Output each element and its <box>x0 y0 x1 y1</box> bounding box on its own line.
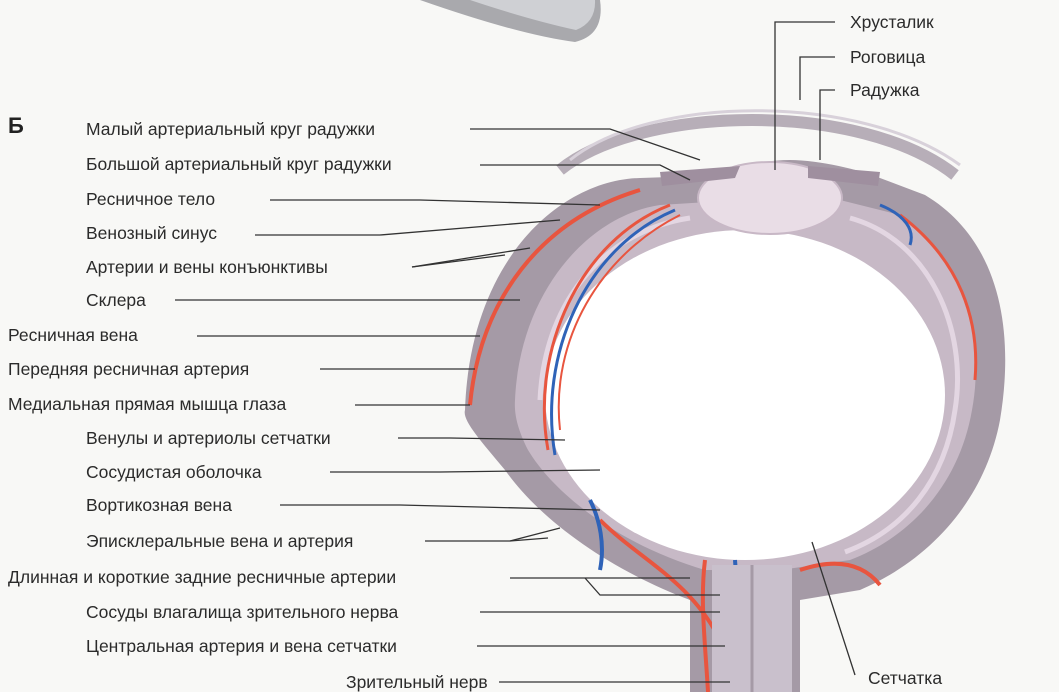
label-major-arterial-circle: Большой артериальный круг радужки <box>86 154 392 174</box>
label-central-retinal: Центральная артерия и вена сетчатки <box>86 636 397 656</box>
label-retinal-venules: Венулы и артериолы сетчатки <box>86 428 331 448</box>
label-choroid: Сосудистая оболочка <box>86 462 262 482</box>
label-vortex-vein: Вортикозная вена <box>86 495 232 515</box>
label-anterior-ciliary-artery: Передняя ресничная артерия <box>8 359 249 379</box>
label-sclera: Склера <box>86 290 146 310</box>
label-lens: Хрусталик <box>850 12 934 32</box>
label-minor-arterial-circle: Малый артериальный круг радужки <box>86 119 375 139</box>
label-ciliary-vein: Ресничная вена <box>8 325 138 345</box>
label-conjunctival-vessels: Артерии и вены конъюнктивы <box>86 257 328 277</box>
label-ciliary-body: Ресничное тело <box>86 189 215 209</box>
label-posterior-ciliary-arteries: Длинная и короткие задние ресничные арте… <box>8 567 396 587</box>
label-episcleral: Эписклеральные вена и артерия <box>86 531 353 551</box>
label-retina: Сетчатка <box>868 668 942 688</box>
label-nerve-sheath-vessels: Сосуды влагалища зрительного нерва <box>86 602 398 622</box>
panel-label: Б <box>8 113 24 139</box>
label-medial-rectus: Медиальная прямая мышца глаза <box>8 394 286 414</box>
label-venous-sinus: Венозный синус <box>86 223 217 243</box>
vitreous-body <box>545 230 945 560</box>
label-cornea: Роговица <box>850 47 925 67</box>
label-optic-nerve: Зрительный нерв <box>346 672 488 692</box>
label-iris: Радужка <box>850 80 919 100</box>
